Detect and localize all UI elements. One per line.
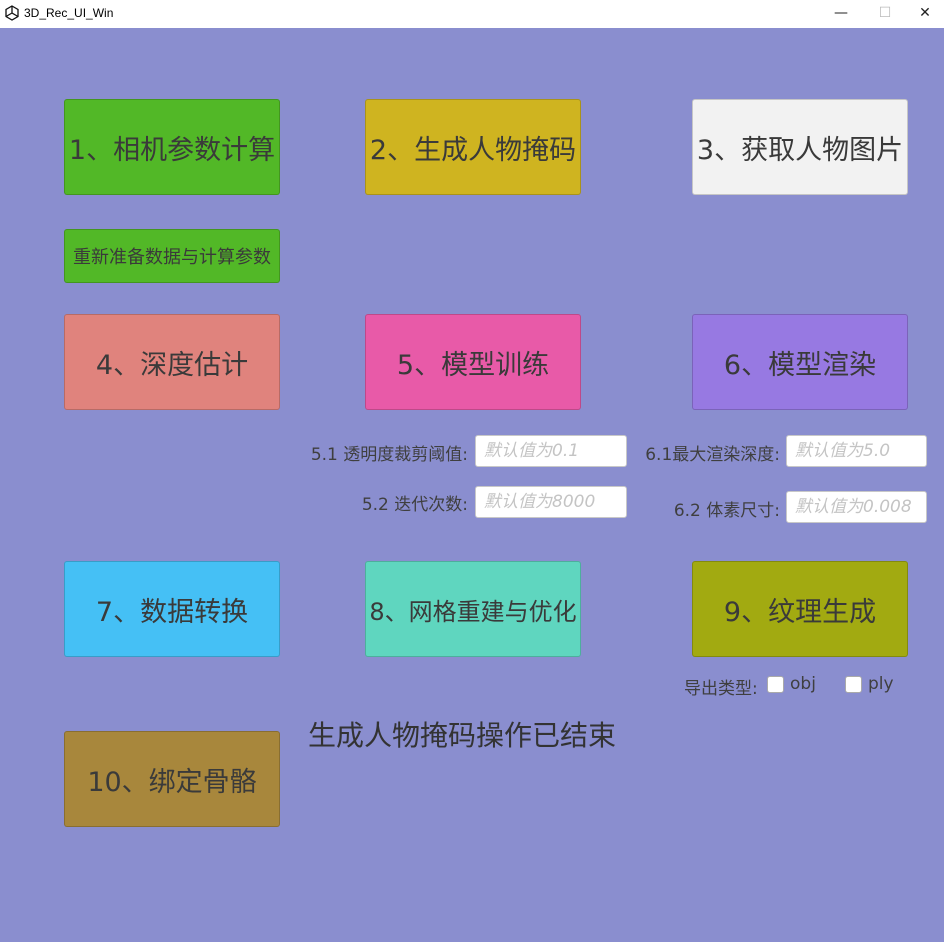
window-title: 3D_Rec_UI_Win — [24, 6, 114, 20]
person-images-button[interactable]: 3、获取人物图片 — [692, 99, 908, 195]
export-type-label: 导出类型: — [684, 679, 758, 699]
obj-checkbox[interactable] — [767, 676, 784, 693]
data-convert-button[interactable]: 7、数据转换 — [64, 561, 280, 657]
minimize-button[interactable]: — — [834, 5, 848, 21]
title-bar: 3D_Rec_UI_Win — ☐ ✕ — [0, 0, 944, 29]
voxel-size-label: 6.2 体素尺寸: — [673, 501, 780, 521]
model-training-button[interactable]: 5、模型训练 — [365, 314, 581, 410]
main-panel: 1、相机参数计算 2、生成人物掩码 3、获取人物图片 重新准备数据与计算参数 4… — [0, 28, 944, 942]
ply-checkbox[interactable] — [845, 676, 862, 693]
alpha-threshold-input[interactable] — [475, 435, 627, 467]
obj-checkbox-label: obj — [790, 674, 816, 694]
max-depth-input[interactable] — [786, 435, 927, 467]
iterations-label: 5.2 迭代次数: — [361, 495, 468, 515]
alpha-threshold-label: 5.1 透明度裁剪阈值: — [310, 445, 468, 465]
model-render-button[interactable]: 6、模型渲染 — [692, 314, 908, 410]
mesh-rebuild-button[interactable]: 8、网格重建与优化 — [365, 561, 581, 657]
iterations-input[interactable] — [475, 486, 627, 518]
texture-gen-button[interactable]: 9、纹理生成 — [692, 561, 908, 657]
reprepare-data-button[interactable]: 重新准备数据与计算参数 — [64, 229, 280, 283]
ply-checkbox-label: ply — [868, 674, 894, 694]
camera-params-button[interactable]: 1、相机参数计算 — [64, 99, 280, 195]
maximize-button[interactable]: ☐ — [878, 5, 892, 21]
unity-logo-icon — [5, 5, 19, 21]
max-depth-label: 6.1最大渲染深度: — [645, 445, 780, 465]
close-button[interactable]: ✕ — [919, 5, 931, 21]
person-mask-button[interactable]: 2、生成人物掩码 — [365, 99, 581, 195]
depth-estimation-button[interactable]: 4、深度估计 — [64, 314, 280, 410]
status-text: 生成人物掩码操作已结束 — [308, 719, 617, 752]
bind-skeleton-button[interactable]: 10、绑定骨骼 — [64, 731, 280, 827]
voxel-size-input[interactable] — [786, 491, 927, 523]
